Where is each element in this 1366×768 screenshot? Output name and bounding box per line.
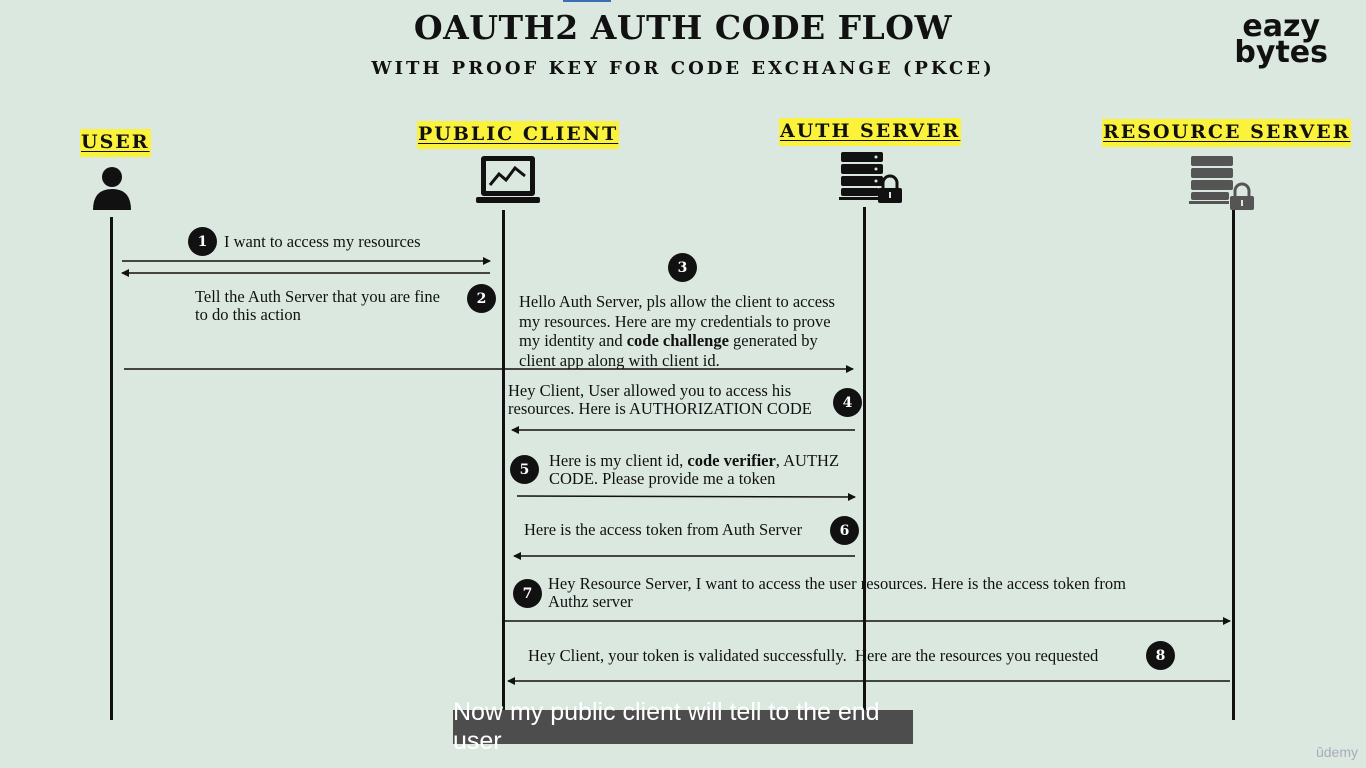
resource-server-lifeline: [1232, 210, 1235, 720]
step-2-badge: 2: [467, 284, 496, 313]
step-3-badge: 3: [668, 253, 697, 282]
step-2-line-1: Tell the Auth Server that you are fine: [195, 287, 440, 306]
step-8-badge: 8: [1146, 641, 1175, 670]
step-5-line-1-post: , AUTHZ: [775, 451, 840, 470]
step-3-line-3: my identity and code challenge generated…: [519, 331, 835, 351]
step-1-badge: 1: [188, 227, 217, 256]
top-accent-bar: [563, 0, 611, 2]
laptop-icon: [476, 156, 540, 203]
step-7-line-1: Hey Resource Server, I want to access th…: [548, 574, 1126, 593]
step-4-line-1: Hey Client, User allowed you to access h…: [508, 381, 792, 400]
step-8-text: Hey Client, your token is validated succ…: [528, 646, 1099, 665]
step-4-line-2: resources. Here is AUTHORIZATION CODE: [508, 399, 812, 418]
step-3-text: Hello Auth Server, pls allow the client …: [519, 292, 835, 370]
public-client-lifeline: [502, 210, 505, 722]
step-2-text: Tell the Auth Server that you are fine t…: [195, 288, 440, 324]
resource-server-lock-icon: [1189, 156, 1254, 210]
step-7-text: Hey Resource Server, I want to access th…: [548, 575, 1126, 611]
step-4-text: Hey Client, User allowed you to access h…: [508, 382, 812, 418]
user-icon: [93, 167, 131, 210]
step-5-text: Here is my client id, code verifier, AUT…: [549, 452, 839, 488]
video-subtitle-caption: Now my public client will tell to the en…: [453, 698, 913, 755]
step-3-line-2: my resources. Here are my credentials to…: [519, 311, 831, 331]
code-verifier-term: code verifier: [687, 451, 776, 470]
logo-line-2: bytes: [1234, 35, 1328, 70]
step-2-line-2: to do this action: [195, 305, 301, 324]
step-3-line-1: Hello Auth Server, pls allow the client …: [519, 292, 835, 311]
auth-server-lock-icon: [839, 152, 902, 203]
step-5-line-2: CODE. Please provide me a token: [549, 469, 776, 488]
actor-resource-server-label: RESOURCE SERVER: [1102, 119, 1352, 147]
step-4-badge: 4: [833, 388, 862, 417]
udemy-watermark: ûdemy: [1315, 744, 1358, 760]
step-5-line-1: Here is my client id, code verifier, AUT…: [549, 452, 839, 470]
logo-line-1: eazy: [1242, 9, 1321, 44]
eazybytes-logo: eazy bytes: [1234, 9, 1328, 70]
step-7-badge: 7: [513, 579, 542, 608]
step-1-text: I want to access my resources: [224, 232, 421, 251]
diagram-title: OAUTH2 AUTH CODE FLOW: [413, 8, 953, 47]
step-7-line-2: Authz server: [548, 592, 633, 611]
code-challenge-term: code challenge: [626, 331, 729, 350]
step-5-badge: 5: [510, 455, 539, 484]
arrow-step-5: [516, 492, 856, 501]
user-lifeline: [110, 217, 113, 720]
actor-public-client-label: PUBLIC CLIENT: [417, 121, 620, 149]
step-3-line-3-post: generated by: [728, 331, 818, 350]
step-3-line-3-pre: my identity and: [519, 331, 627, 350]
step-5-line-1-pre: Here is my client id,: [549, 451, 688, 470]
auth-server-lifeline: [863, 207, 866, 720]
step-6-badge: 6: [830, 516, 859, 545]
actor-user-label: USER: [80, 129, 151, 157]
diagram-subtitle: WITH PROOF KEY FOR CODE EXCHANGE (PKCE): [371, 58, 995, 79]
actor-auth-server-label: AUTH SERVER: [779, 118, 962, 146]
step-3-line-4: client app along with client id.: [519, 350, 720, 370]
step-6-text: Here is the access token from Auth Serve…: [524, 520, 803, 539]
